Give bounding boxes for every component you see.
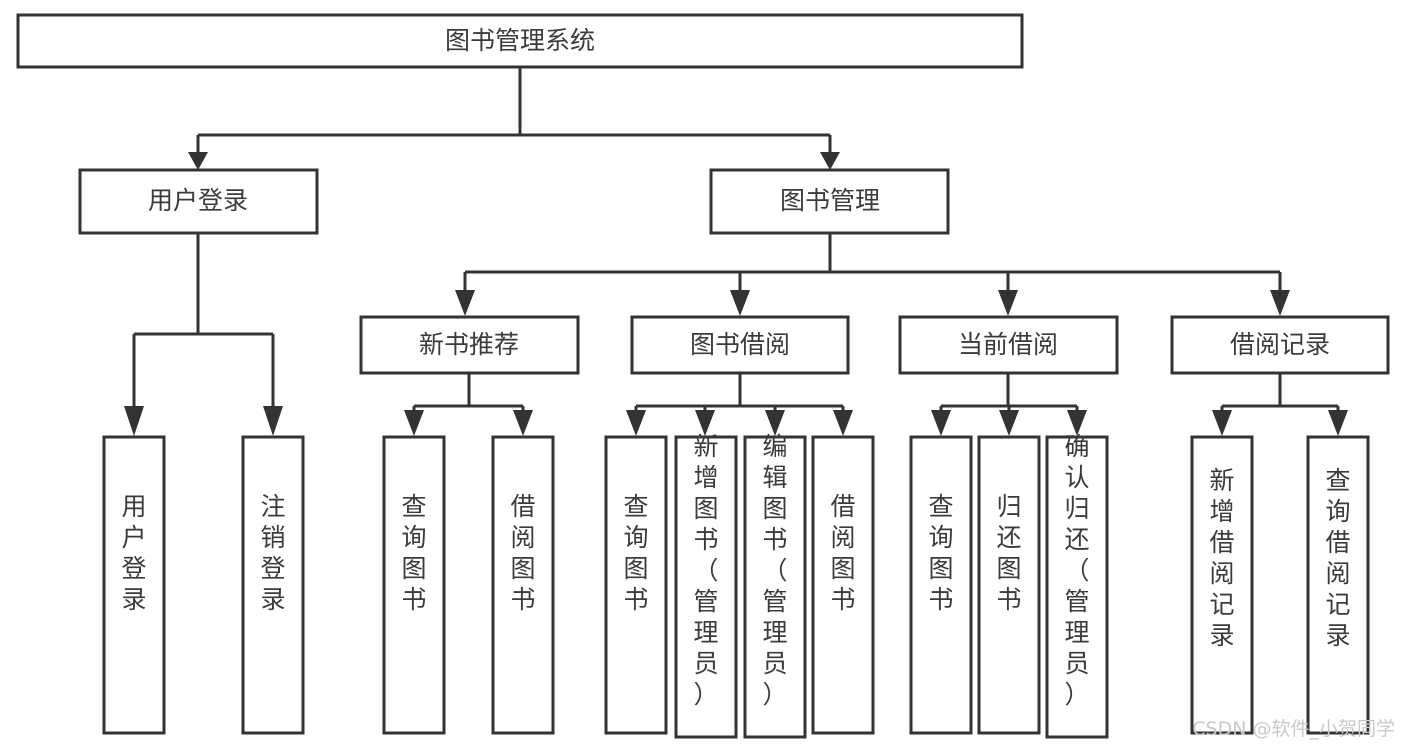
arrow-bm-to-new <box>455 290 475 316</box>
node-root-box[interactable] <box>16 13 1024 69</box>
leaf-user-login-1-box[interactable] <box>102 435 166 735</box>
arrow-root-to-book-mgmt <box>820 152 840 170</box>
node-new-book-recommend[interactable]: 新书推荐 <box>359 315 580 375</box>
leaf-current-borrow-3-box[interactable] <box>1045 435 1109 739</box>
arrow-borrow-l4 <box>833 410 853 436</box>
leaf-current-borrow-2-label: 归还图书 <box>996 492 1021 614</box>
node-book-borrow[interactable]: 图书借阅 <box>630 315 850 375</box>
node-current-borrow-label: 当前借阅 <box>958 330 1058 359</box>
arrow-bm-to-borrow <box>730 290 750 316</box>
arrow-current-l1 <box>931 410 951 436</box>
arrow-user-login-l1 <box>124 406 144 436</box>
arrow-current-l3 <box>1067 410 1087 436</box>
leaf-current-borrow-2-box[interactable] <box>977 435 1041 735</box>
node-user-login-box[interactable] <box>78 168 319 235</box>
leaf-new-book-2[interactable]: 借阅图书 <box>491 435 555 735</box>
leaf-book-borrow-4-box[interactable] <box>811 435 875 735</box>
node-borrow-record[interactable]: 借阅记录 <box>1170 315 1390 375</box>
leaf-user-login-1[interactable]: 用户登录 <box>102 435 166 735</box>
leaf-user-login-1-label: 用户登录 <box>121 492 146 614</box>
leaf-book-borrow-4[interactable]: 借阅图书 <box>811 435 875 735</box>
node-user-login[interactable]: 用户登录 <box>78 168 319 235</box>
connector-layer <box>124 67 1348 436</box>
arrow-current-l2 <box>999 410 1019 436</box>
leaf-book-borrow-2-box[interactable] <box>674 435 738 739</box>
leaf-current-borrow-3-label: 确认归还（管理员） <box>1064 432 1089 709</box>
leaf-borrow-record-2[interactable]: 查询借阅记录 <box>1306 435 1370 735</box>
leaf-user-login-2[interactable]: 注销登录 <box>241 435 305 735</box>
leaf-new-book-2-box[interactable] <box>491 435 555 735</box>
arrow-user-login-l2 <box>263 406 283 436</box>
node-current-borrow[interactable]: 当前借阅 <box>898 315 1119 375</box>
leaf-current-borrow-1[interactable]: 查询图书 <box>909 435 973 735</box>
leaf-book-borrow-3-label: 编辑图书（管理员） <box>762 432 787 709</box>
arrow-borrow-l1 <box>626 410 646 436</box>
leaf-current-borrow-3[interactable]: 确认归还（管理员） <box>1045 432 1109 739</box>
node-current-borrow-box[interactable] <box>898 315 1119 375</box>
node-book-borrow-box[interactable] <box>630 315 850 375</box>
node-book-borrow-label: 图书借阅 <box>690 330 790 359</box>
leaf-user-login-2-box[interactable] <box>241 435 305 735</box>
leaf-borrow-record-1-box[interactable] <box>1190 435 1254 735</box>
leaf-book-borrow-3-box[interactable] <box>743 435 807 739</box>
leaf-book-borrow-3[interactable]: 编辑图书（管理员） <box>743 432 807 739</box>
leaf-book-borrow-1-box[interactable] <box>604 435 668 735</box>
arrow-record-l1 <box>1212 410 1232 436</box>
leaf-current-borrow-1-label: 查询图书 <box>928 492 953 614</box>
node-root-label: 图书管理系统 <box>445 26 595 55</box>
leaf-borrow-record-2-box[interactable] <box>1306 435 1370 735</box>
leaf-new-book-2-label: 借阅图书 <box>510 492 535 614</box>
arrow-bm-to-current <box>998 290 1018 316</box>
leaf-borrow-record-1[interactable]: 新增借阅记录 <box>1190 435 1254 735</box>
arrow-borrow-l2 <box>695 410 715 436</box>
node-book-management-label: 图书管理 <box>780 186 880 215</box>
arrow-bm-to-record <box>1270 290 1290 316</box>
arrow-new-l2 <box>513 410 533 436</box>
arrow-root-to-user-login <box>188 152 208 170</box>
leaf-borrow-record-1-label: 新增借阅记录 <box>1209 466 1234 650</box>
node-book-management-box[interactable] <box>709 168 950 235</box>
leaf-new-book-1-box[interactable] <box>382 435 446 735</box>
node-root[interactable]: 图书管理系统 <box>16 13 1024 69</box>
arrow-new-l1 <box>404 410 424 436</box>
node-borrow-record-box[interactable] <box>1170 315 1390 375</box>
leaf-new-book-1-label: 查询图书 <box>401 492 426 614</box>
arrow-record-l2 <box>1328 410 1348 436</box>
leaf-new-book-1[interactable]: 查询图书 <box>382 435 446 735</box>
leaf-book-borrow-1[interactable]: 查询图书 <box>604 435 668 735</box>
node-borrow-record-label: 借阅记录 <box>1230 330 1330 359</box>
node-book-management[interactable]: 图书管理 <box>709 168 950 235</box>
leaf-borrow-record-2-label: 查询借阅记录 <box>1325 466 1350 650</box>
leaf-book-borrow-4-label: 借阅图书 <box>830 492 855 614</box>
leaf-current-borrow-1-box[interactable] <box>909 435 973 735</box>
arrow-borrow-l3 <box>765 410 785 436</box>
node-new-book-recommend-label: 新书推荐 <box>419 330 519 359</box>
csdn-watermark: CSDN @软件_小贺同学 <box>1192 718 1395 740</box>
leaf-book-borrow-1-label: 查询图书 <box>623 492 648 614</box>
leaf-book-borrow-2-label: 新增图书（管理员） <box>693 432 718 709</box>
leaf-current-borrow-2[interactable]: 归还图书 <box>977 435 1041 735</box>
leaf-book-borrow-2[interactable]: 新增图书（管理员） <box>674 432 738 739</box>
leaf-user-login-2-label: 注销登录 <box>260 492 285 614</box>
node-user-login-label: 用户登录 <box>148 186 248 215</box>
node-new-book-recommend-box[interactable] <box>359 315 580 375</box>
